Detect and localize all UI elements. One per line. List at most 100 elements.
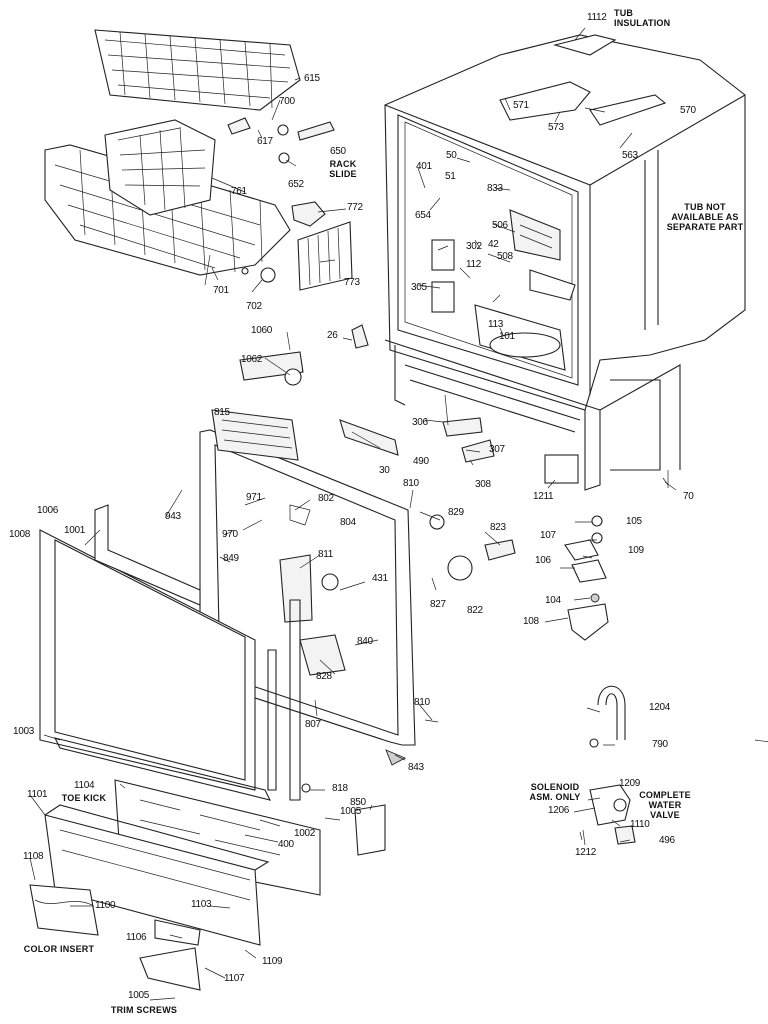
note-tub-not-available: TUB NOT AVAILABLE AS SEPARATE PART	[666, 202, 744, 232]
callout-305: 305	[411, 282, 427, 293]
callout-850: 850	[350, 797, 366, 808]
callout-773: 773	[344, 277, 360, 288]
callout-943: 943	[165, 511, 181, 522]
callout-400: 400	[278, 839, 294, 850]
callout-650: 650	[330, 146, 346, 157]
callout-811: 811	[318, 549, 334, 560]
callout-1112: 1112	[587, 12, 607, 23]
callout-51: 51	[445, 171, 456, 182]
callout-106: 106	[535, 555, 551, 566]
callout-1101: 1101	[27, 789, 48, 800]
inlet-hose-and-water-valve	[582, 685, 636, 846]
callout-107: 107	[540, 530, 556, 541]
note-complete-water-valve: COMPLETE WATER VALVE	[639, 790, 691, 820]
callout-1100: 1100	[95, 900, 116, 911]
callout-1002: 1002	[294, 828, 316, 839]
inner-door-panel	[39, 504, 272, 801]
callout-1108: 1108	[23, 851, 44, 862]
callout-308: 308	[475, 479, 491, 490]
callout-1060: 1060	[251, 325, 273, 336]
note-trim-screws: TRIM SCREWS	[110, 1005, 178, 1015]
callout-828: 828	[316, 671, 332, 682]
callout-617: 617	[257, 136, 273, 147]
callout-810-upper: 810	[403, 478, 419, 489]
callout-1005-upper: 1005	[340, 806, 362, 817]
door-side-parts	[385, 514, 516, 766]
callout-849: 849	[223, 553, 239, 564]
callout-1104: 1104	[74, 780, 95, 791]
callout-101: 101	[499, 331, 515, 342]
rack-hardware	[204, 117, 353, 291]
tub-small-parts	[351, 324, 669, 488]
callout-431: 431	[372, 573, 388, 584]
callout-1006: 1006	[37, 505, 59, 516]
callout-701: 701	[213, 285, 229, 296]
callout-1110: 1110	[630, 819, 650, 830]
callout-307: 307	[489, 444, 505, 455]
callout-970: 970	[222, 529, 238, 540]
callout-804: 804	[340, 517, 356, 528]
pump-valve-parts	[564, 515, 609, 641]
callout-563: 563	[622, 150, 638, 161]
tub-assembly	[384, 34, 746, 491]
callout-815: 815	[214, 407, 230, 418]
callout-827: 827	[430, 599, 446, 610]
callout-1103: 1103	[191, 899, 212, 910]
callout-70: 70	[683, 491, 694, 502]
callout-306: 306	[412, 417, 428, 428]
leader-lines	[29, 27, 768, 1001]
toe-kick-assembly	[29, 779, 386, 991]
callout-42: 42	[488, 239, 499, 250]
callout-1209: 1209	[619, 778, 641, 789]
callout-571: 571	[513, 100, 529, 111]
callout-104: 104	[545, 595, 561, 606]
callout-1003: 1003	[13, 726, 35, 737]
callout-109: 109	[628, 545, 644, 556]
callout-822: 822	[467, 605, 483, 616]
callout-573: 573	[548, 122, 564, 133]
callout-807: 807	[305, 719, 321, 730]
callout-790: 790	[652, 739, 668, 750]
callout-833: 833	[487, 183, 503, 194]
callout-105: 105	[626, 516, 642, 527]
callout-823: 823	[490, 522, 506, 533]
callout-1005-lower: 1005	[128, 990, 150, 1001]
note-solenoid: SOLENOID ASM. ONLY	[529, 782, 581, 802]
callout-761: 761	[231, 186, 247, 197]
callout-654: 654	[415, 210, 431, 221]
callout-1107: 1107	[224, 973, 245, 984]
callout-1008: 1008	[9, 529, 31, 540]
callout-829: 829	[448, 507, 464, 518]
callout-702: 702	[246, 301, 262, 312]
note-color-insert: COLOR INSERT	[23, 944, 95, 954]
callout-26: 26	[327, 330, 338, 341]
callout-1206: 1206	[548, 805, 570, 816]
callout-700: 700	[279, 96, 295, 107]
callout-1109: 1109	[262, 956, 283, 967]
callout-496: 496	[659, 835, 675, 846]
callout-108: 108	[523, 616, 539, 627]
callout-1211: 1211	[533, 491, 554, 502]
callout-506: 506	[492, 220, 508, 231]
callout-30: 30	[379, 465, 390, 476]
silverware-basket	[104, 119, 216, 216]
callout-112: 112	[466, 259, 482, 270]
callout-302: 302	[466, 241, 482, 252]
callout-401: 401	[416, 161, 432, 172]
note-rack-slide: RACK SLIDE	[329, 159, 357, 179]
note-toe-kick: TOE KICK	[61, 793, 107, 803]
callout-508: 508	[497, 251, 513, 262]
callout-802: 802	[318, 493, 334, 504]
callout-570: 570	[680, 105, 696, 116]
callout-615: 615	[304, 73, 320, 84]
callout-971: 971	[246, 492, 262, 503]
callout-843: 843	[408, 762, 424, 773]
callout-818: 818	[332, 783, 348, 794]
callout-810-lower: 810	[414, 697, 430, 708]
callout-1204: 1204	[649, 702, 671, 713]
callout-113: 113	[488, 319, 504, 330]
note-tub-insulation: TUB INSULATION	[614, 8, 671, 28]
upper-rack	[94, 29, 301, 111]
